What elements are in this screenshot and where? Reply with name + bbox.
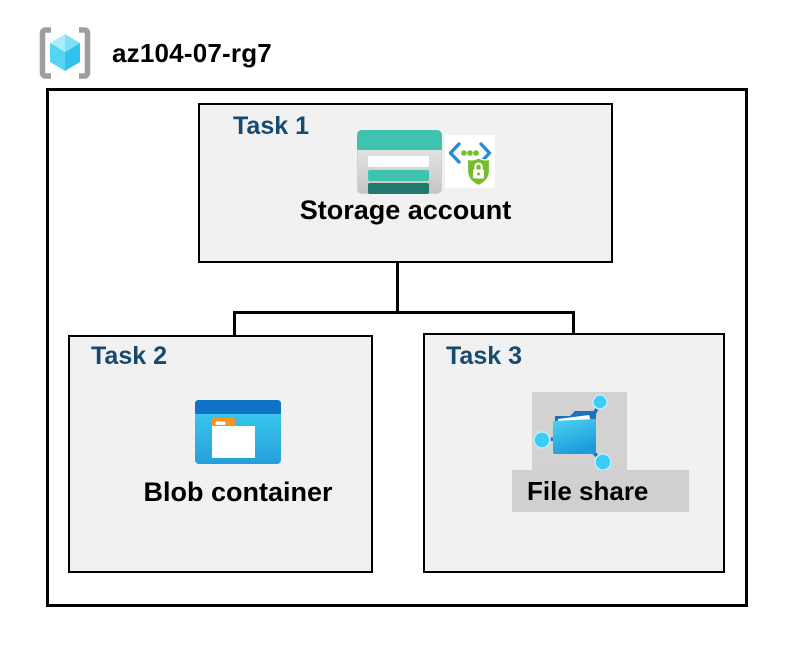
connector-horizontal <box>233 311 575 314</box>
file-share-icon-background <box>532 392 627 471</box>
secure-endpoint-icon <box>445 135 495 188</box>
task2-label: Task 2 <box>91 342 167 370</box>
resource-group-header: az104-07-rg7 <box>36 24 272 82</box>
blob-container-icon <box>195 400 281 464</box>
connector-storage-stem <box>396 229 399 313</box>
task-box-2: Task 2 Blob container <box>68 335 373 573</box>
blob-container-label: Blob container <box>143 477 333 507</box>
task-box-3: Task 3 <box>423 333 725 573</box>
file-share-label: File share <box>527 476 649 506</box>
storage-icon-bar-white <box>368 156 429 167</box>
task3-label: Task 3 <box>446 342 522 370</box>
file-share-label-bar: File share <box>512 470 689 512</box>
storage-icon-header-band <box>357 130 442 150</box>
storage-icon-bar-teal <box>368 170 429 181</box>
storage-account-label: Storage account <box>299 195 512 225</box>
resource-group-icon <box>39 27 91 79</box>
storage-account-icon <box>357 130 442 194</box>
task1-label: Task 1 <box>233 112 309 140</box>
storage-icon-bar-dark <box>368 183 429 194</box>
file-share-icon <box>533 394 612 471</box>
resource-group-name: az104-07-rg7 <box>112 37 272 68</box>
task-box-1: Task 1 Storage account <box>198 103 613 263</box>
